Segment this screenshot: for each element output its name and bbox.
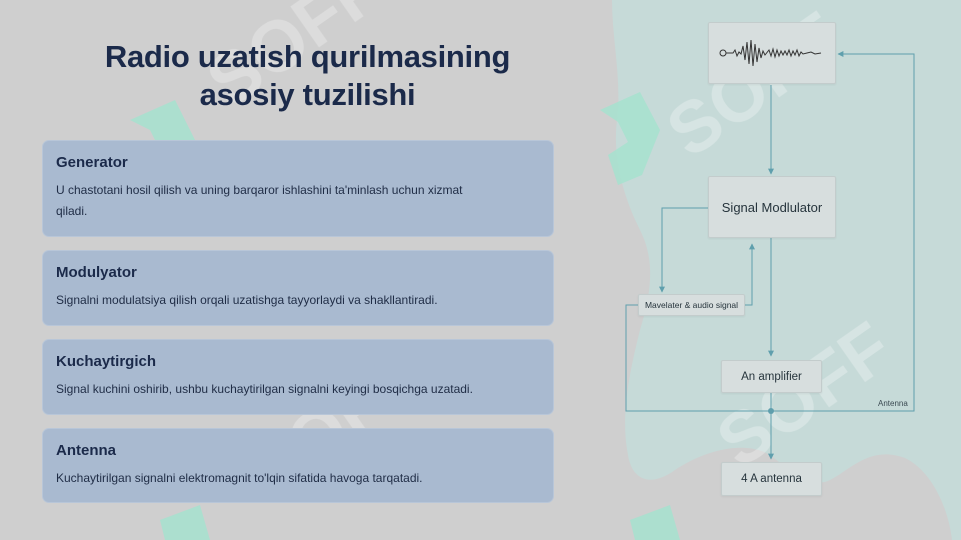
card-title: Modulyator [56, 264, 137, 281]
page-title: Radio uzatish qurilmasining asosiy tuzil… [40, 38, 575, 114]
arrow-side-box-to-modulator [745, 243, 755, 306]
card-description-line: qiladi. [56, 204, 88, 218]
card-title: Kuchaytirgich [56, 353, 157, 370]
waveform-icon [719, 39, 822, 67]
card-description: Kuchaytirilgan signalni elektromagnit to… [56, 468, 540, 489]
antenna-label: Antenna [878, 399, 908, 408]
card-title: Generator [56, 154, 128, 171]
card-description: U chastotani hosil qilish va uning barqa… [56, 180, 540, 222]
signal-modulator-box: Signal Modlulator [708, 176, 836, 238]
page-title-line-1: Radio uzatish qurilmasining [104, 39, 511, 74]
card-description: Signalni modulatsiya qilish orqali uzati… [56, 290, 540, 311]
junction-dot [768, 408, 774, 414]
amplifier-box: An amplifier [721, 360, 822, 393]
card-description: Signal kuchini oshirib, ushbu kuchaytiri… [56, 379, 540, 400]
card-antenna: Antenna Kuchaytirilgan signalni elektrom… [42, 428, 554, 503]
card-description-line: Signal kuchini oshirib, ushbu kuchaytiri… [56, 382, 473, 396]
arrow-modulator-to-side-box [659, 207, 708, 293]
card-modulator: Modulyator Signalni modulatsiya qilish o… [42, 250, 554, 326]
card-generator: Generator U chastotani hosil qilish va u… [42, 140, 554, 237]
page-title-line-2: asosiy tuzilishi [199, 77, 416, 112]
card-amplifier: Kuchaytirgich Signal kuchini oshirib, us… [42, 339, 554, 415]
antenna-box: 4 A antenna [721, 462, 822, 496]
card-description-line: Kuchaytirilgan signalni elektromagnit to… [56, 471, 423, 485]
card-title: Antenna [56, 442, 116, 459]
modulator-audio-signal-box: Mavelater & audio signal [638, 294, 745, 316]
card-description-line: U chastotani hosil qilish va uning barqa… [56, 183, 463, 197]
card-description-line: Signalni modulatsiya qilish orqali uzati… [56, 293, 438, 307]
waveform-box [708, 22, 836, 84]
